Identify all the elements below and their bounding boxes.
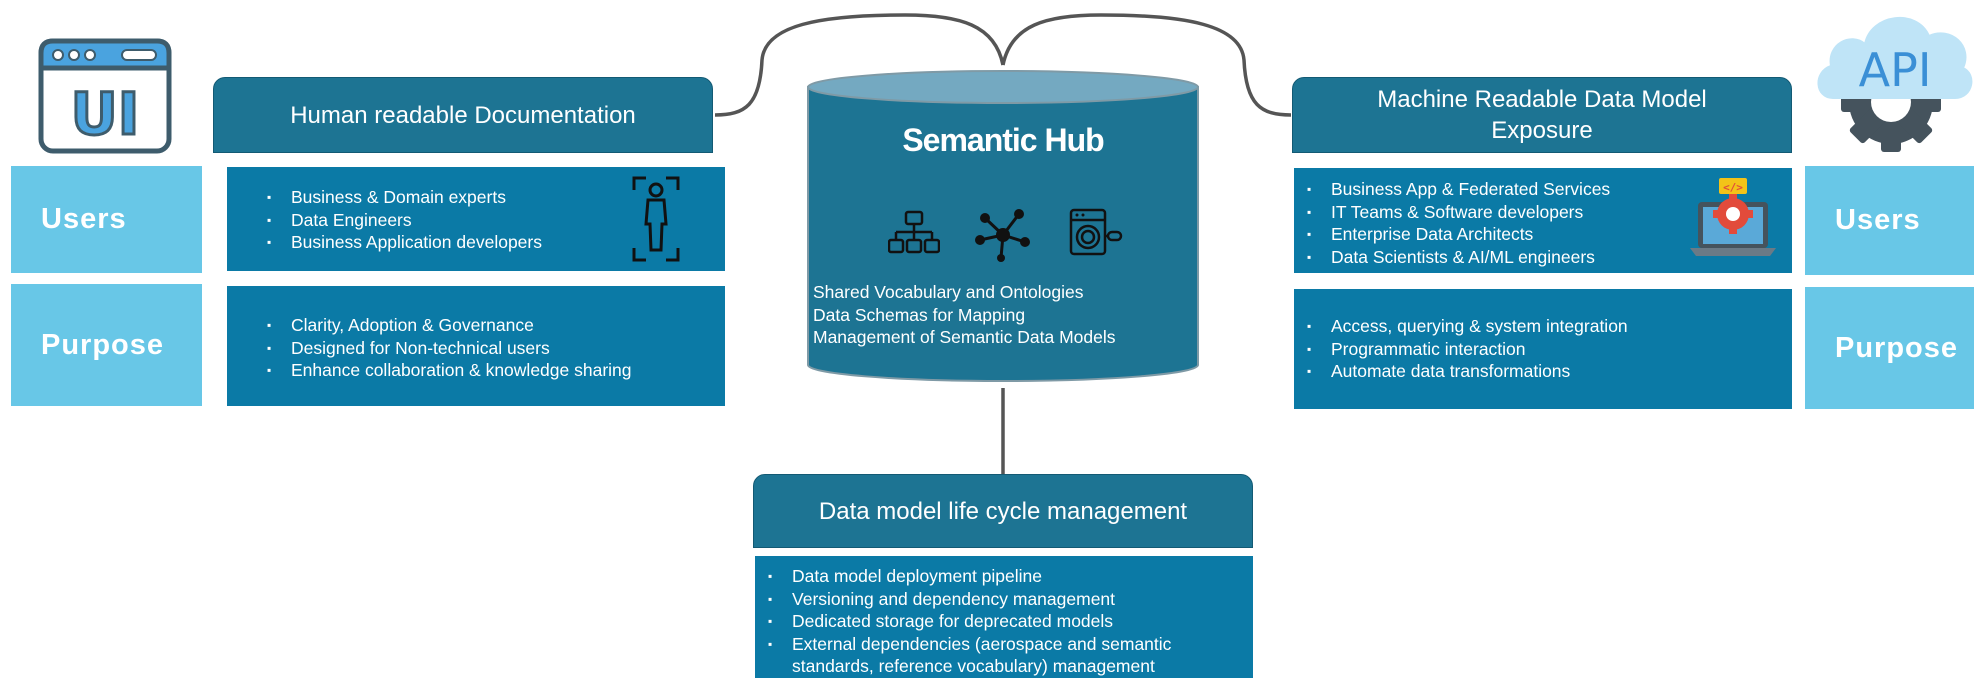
left-purpose-label: Purpose: [11, 284, 202, 406]
api-logo-text: API: [1859, 43, 1932, 97]
left-users-panel: Business & Domain experts Data Engineers…: [227, 167, 725, 271]
list-item: Data Scientists & AI/ML engineers: [1307, 246, 1792, 269]
ui-logo-text: UI: [71, 80, 140, 148]
bottom-header: Data model life cycle management: [753, 474, 1253, 548]
list-item: Business App & Federated Services: [1307, 178, 1792, 201]
right-header-line: Machine Readable Data Model: [1377, 86, 1707, 113]
list-item: External dependencies (aerospace and sem…: [768, 633, 1253, 678]
hub-line: Shared Vocabulary and Ontologies: [813, 282, 1084, 302]
right-header-line: Exposure: [1491, 117, 1593, 144]
hierarchy-icon: [888, 210, 940, 254]
list-item: Data model deployment pipeline: [768, 565, 1253, 588]
list-item: Data Engineers: [267, 209, 725, 232]
list-item: Designed for Non-technical users: [267, 337, 725, 360]
hub-line: Data Schemas for Mapping: [813, 304, 1026, 325]
person-scan-icon: [632, 176, 680, 262]
list-item: Clarity, Adoption & Governance: [267, 314, 725, 337]
right-purpose-label: Purpose: [1805, 287, 1974, 409]
washing-machine-icon: [1069, 208, 1123, 256]
right-purpose-panel: Access, querying & system integration Pr…: [1294, 289, 1792, 409]
network-icon: [975, 209, 1030, 262]
hub-line: Management of Semantic Data Models: [813, 327, 1116, 347]
list-item: Automate data transformations: [1307, 360, 1792, 383]
hub-description: Shared Vocabulary and Ontologies Data Sc…: [813, 281, 1193, 349]
list-item: Business Application developers: [267, 231, 725, 254]
api-cloud-gear-icon: API: [1817, 16, 1973, 152]
left-header: Human readable Documentation: [213, 77, 713, 153]
right-header: Machine Readable Data Model Exposure: [1292, 77, 1792, 153]
right-users-label: Users: [1805, 166, 1974, 275]
ui-window-icon: UI: [38, 38, 172, 154]
list-item: Enhance collaboration & knowledge sharin…: [267, 359, 725, 382]
list-item: Enterprise Data Architects: [1307, 223, 1792, 246]
hub-title: Semantic Hub: [902, 122, 1104, 158]
list-item: Dedicated storage for deprecated models: [768, 610, 1253, 633]
left-users-label: Users: [11, 166, 202, 273]
list-item: IT Teams & Software developers: [1307, 201, 1792, 224]
left-purpose-panel: Clarity, Adoption & Governance Designed …: [227, 286, 725, 406]
laptop-code-icon: </>: [1690, 178, 1776, 256]
bottom-panel: Data model deployment pipeline Versionin…: [755, 556, 1253, 678]
list-item: Access, querying & system integration: [1307, 315, 1792, 338]
code-badge: </>: [1723, 181, 1743, 194]
list-item: Versioning and dependency management: [768, 588, 1253, 611]
list-item: Business & Domain experts: [267, 186, 725, 209]
list-item: Programmatic interaction: [1307, 338, 1792, 361]
